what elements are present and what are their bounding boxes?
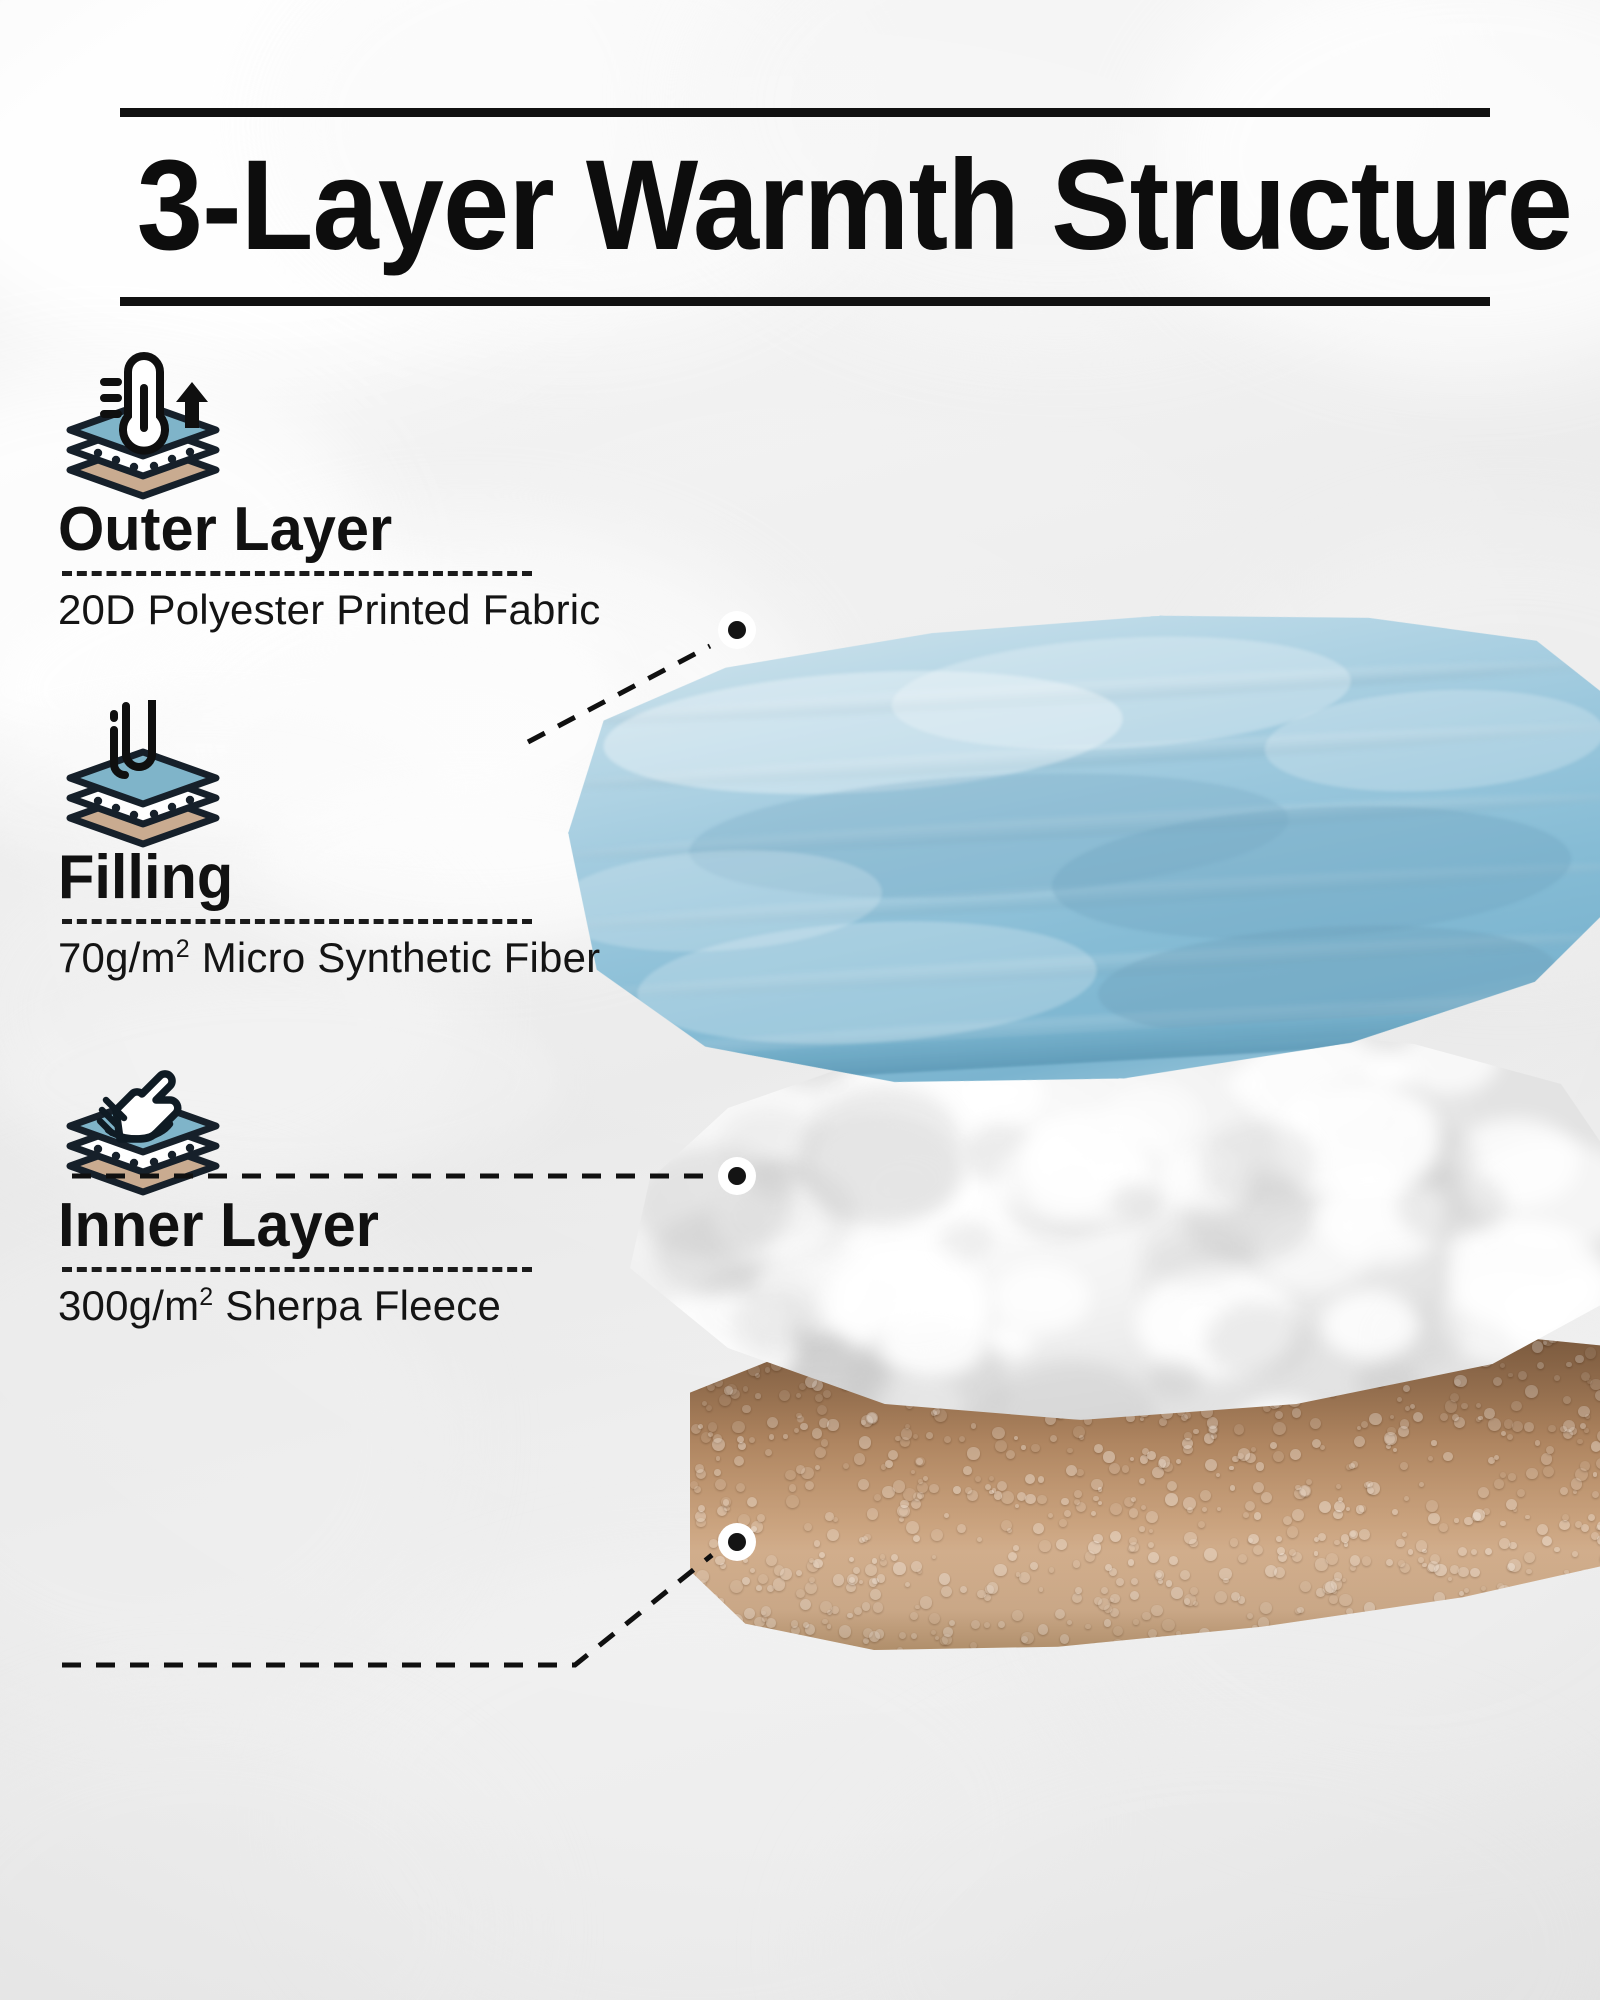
quilt-body xyxy=(558,591,1600,1108)
fiber-layers-icon xyxy=(66,696,220,848)
outer-layer-spec: 20D Polyester Printed Fabric xyxy=(58,586,601,634)
outer-spec-prefix: 20D Polyester Printed Fabric xyxy=(58,586,601,633)
inner-spec-suffix: Sherpa Fleece xyxy=(213,1282,502,1329)
inner-divider xyxy=(62,1267,532,1272)
filling-spec-prefix: 70g/m xyxy=(58,934,176,981)
filling-title: Filling xyxy=(58,843,234,912)
fill-texture xyxy=(630,1028,1600,1420)
thermometer-layers-icon xyxy=(66,352,220,500)
page-title: 3-Layer Warmth Structure xyxy=(136,134,1573,277)
inner-layer-spec: 300g/m2 Sherpa Fleece xyxy=(58,1282,532,1330)
icon-inner-layer xyxy=(58,1048,228,1196)
filling-divider xyxy=(62,919,532,924)
callout-outer: Outer Layer 20D Polyester Printed Fabric xyxy=(58,352,601,634)
quilted-outer-fabric-layer xyxy=(558,591,1600,1108)
title-rule-top xyxy=(120,108,1490,117)
icon-outer-layer xyxy=(58,352,228,500)
inner-layer-title: Inner Layer xyxy=(58,1191,379,1260)
title-rule-bottom xyxy=(120,297,1490,306)
filling-spec-suffix: Micro Synthetic Fiber xyxy=(189,934,601,981)
cloud xyxy=(0,820,460,1200)
inner-spec-sup: 2 xyxy=(199,1283,214,1311)
filling-spec-sup: 2 xyxy=(175,935,190,963)
outer-layer-title: Outer Layer xyxy=(58,495,393,564)
synthetic-fiber-fill-layer xyxy=(630,1028,1600,1420)
product-layer-photo xyxy=(690,620,1600,1760)
outer-divider xyxy=(62,571,532,576)
icon-filling-layer xyxy=(58,696,228,848)
title-block: 3-Layer Warmth Structure xyxy=(120,108,1573,306)
hand-touch-layers-icon xyxy=(66,1070,220,1196)
fiber-wisp xyxy=(0,700,440,880)
callout-filling: Filling 70g/m2 Micro Synthetic Fiber xyxy=(58,696,600,982)
callout-inner: Inner Layer 300g/m2 Sherpa Fleece xyxy=(58,1048,532,1330)
inner-spec-prefix: 300g/m xyxy=(58,1282,200,1329)
filling-spec: 70g/m2 Micro Synthetic Fiber xyxy=(58,934,600,982)
